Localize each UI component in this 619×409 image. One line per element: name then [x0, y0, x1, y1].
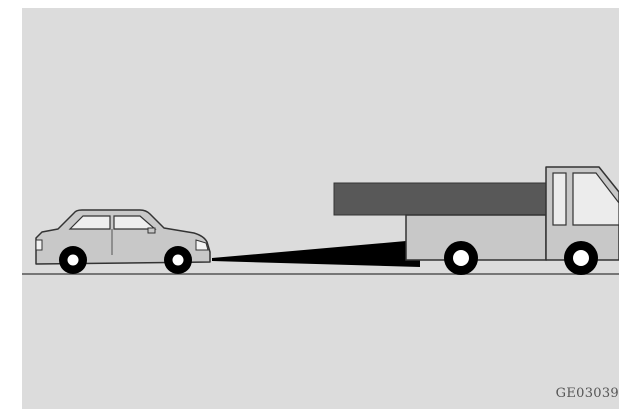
car-tail-light — [36, 240, 42, 250]
car-mirror — [148, 228, 155, 233]
truck-rear-hub — [453, 250, 469, 266]
figure-code-label: GE03039 — [556, 386, 619, 401]
truck-front-hub — [573, 250, 589, 266]
car-rear-hub — [68, 255, 79, 266]
truck-bed-load — [334, 183, 546, 215]
truck-cab-side-window — [553, 173, 566, 225]
car-front-hub — [173, 255, 184, 266]
